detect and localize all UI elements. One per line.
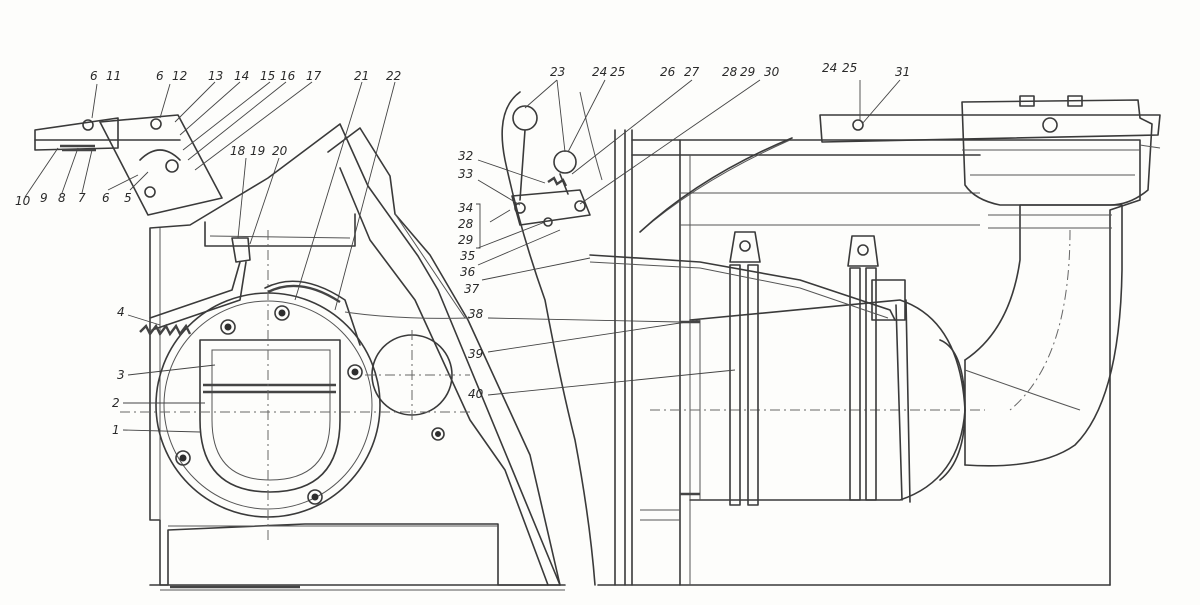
flange-bolts xyxy=(175,305,445,505)
label-24-right: 24 xyxy=(822,61,837,75)
label-6-bottom: 6 xyxy=(102,191,110,205)
part-labels: 1 2 3 4 5 6 7 8 9 10 6 11 6 12 13 14 15 … xyxy=(15,61,910,437)
label-21: 21 xyxy=(354,69,369,83)
label-8: 8 xyxy=(58,191,66,205)
label-19: 19 xyxy=(250,144,265,158)
label-33: 33 xyxy=(458,167,473,181)
label-7: 7 xyxy=(78,191,86,205)
label-31: 31 xyxy=(895,65,910,79)
label-18: 18 xyxy=(230,144,246,158)
label-30: 30 xyxy=(764,65,780,79)
label-28-top: 28 xyxy=(722,65,738,79)
label-13: 13 xyxy=(208,69,223,83)
label-11: 11 xyxy=(106,69,121,83)
label-38: 38 xyxy=(468,307,484,321)
right-box xyxy=(631,139,1141,586)
label-37: 37 xyxy=(464,282,480,296)
elbow-cap xyxy=(961,99,1153,206)
spring xyxy=(139,323,192,337)
label-29-top: 29 xyxy=(740,65,755,79)
label-29-side: 29 xyxy=(458,233,473,247)
label-5: 5 xyxy=(124,191,132,205)
label-12: 12 xyxy=(172,69,187,83)
damper-arc xyxy=(264,280,361,346)
duct-cylinder xyxy=(689,299,966,501)
label-25-left: 25 xyxy=(610,65,625,79)
label-23: 23 xyxy=(550,65,565,79)
label-26: 26 xyxy=(660,65,676,79)
control-cable xyxy=(589,254,896,321)
label-34: 34 xyxy=(458,201,473,215)
label-25-right: 25 xyxy=(842,61,857,75)
label-39: 39 xyxy=(468,347,483,361)
right-view xyxy=(501,91,1161,586)
leader-lines xyxy=(24,79,901,433)
label-4: 4 xyxy=(117,305,125,319)
left-view xyxy=(34,114,566,591)
label-22: 22 xyxy=(386,69,401,83)
hangers xyxy=(729,231,906,506)
label-3: 3 xyxy=(117,368,125,382)
label-15: 15 xyxy=(260,69,275,83)
label-16: 16 xyxy=(280,69,296,83)
label-20: 20 xyxy=(272,144,288,158)
label-6-top-a: 6 xyxy=(90,69,98,83)
label-2: 2 xyxy=(112,396,120,410)
label-17: 17 xyxy=(306,69,322,83)
label-14: 14 xyxy=(234,69,249,83)
label-24-left: 24 xyxy=(592,65,607,79)
label-27: 27 xyxy=(684,65,700,79)
elbow-duct xyxy=(964,204,1123,467)
label-40: 40 xyxy=(468,387,484,401)
label-32: 32 xyxy=(458,149,473,163)
label-1: 1 xyxy=(112,423,120,437)
label-36: 36 xyxy=(460,265,476,279)
label-9: 9 xyxy=(40,191,48,205)
label-6-top-b: 6 xyxy=(156,69,164,83)
lever-assembly xyxy=(511,105,591,227)
right-wavy-outline xyxy=(501,91,596,586)
left-panel-slanted xyxy=(327,127,561,586)
control-inset xyxy=(34,114,223,216)
label-10: 10 xyxy=(15,194,31,208)
label-35: 35 xyxy=(460,249,475,263)
label-28-side: 28 xyxy=(458,217,474,231)
inner-opening xyxy=(199,339,341,493)
